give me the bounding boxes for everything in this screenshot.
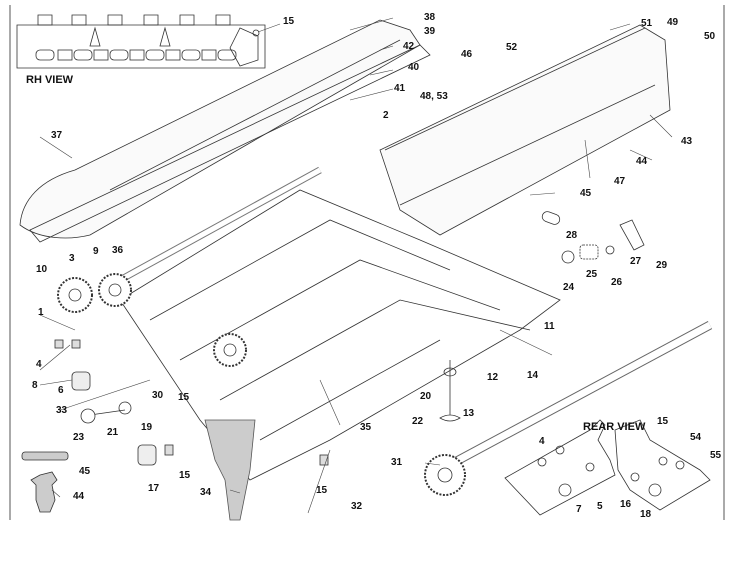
callout-16: 16 xyxy=(620,499,632,510)
callout-8: 8 xyxy=(32,380,38,391)
callout-4: 4 xyxy=(36,359,42,370)
callout-29: 29 xyxy=(656,260,668,271)
callout-5: 5 xyxy=(597,501,603,512)
leader-lines xyxy=(39,17,673,514)
callout-46: 46 xyxy=(461,49,473,60)
callout-15-b: 15 xyxy=(178,392,190,403)
callout-45-b: 45 xyxy=(79,466,91,477)
part-6 xyxy=(71,371,91,391)
gear-9 xyxy=(98,273,132,307)
callout-9: 9 xyxy=(93,246,99,257)
callout-39: 39 xyxy=(424,26,436,37)
callout-22: 22 xyxy=(412,416,424,427)
callout-41: 41 xyxy=(394,83,406,94)
callout-55: 55 xyxy=(710,450,722,461)
part-17 xyxy=(137,444,157,466)
callout-15-e: 15 xyxy=(657,416,669,427)
callout-26: 26 xyxy=(611,277,623,288)
callout-34: 34 xyxy=(200,487,212,498)
callout-51: 51 xyxy=(641,18,653,29)
callout-42: 42 xyxy=(403,41,415,52)
callout-47: 47 xyxy=(614,176,626,187)
callout-13: 13 xyxy=(463,408,475,419)
valve-cover-lh xyxy=(19,19,431,243)
callout-27: 27 xyxy=(630,256,642,267)
callout-48-53: 48, 53 xyxy=(420,91,448,102)
callout-40: 40 xyxy=(408,62,420,73)
callout-54: 54 xyxy=(690,432,702,443)
callout-10: 10 xyxy=(36,264,48,275)
callout-14: 14 xyxy=(527,370,539,381)
valve-23 xyxy=(89,409,126,416)
callout-28: 28 xyxy=(566,230,578,241)
callout-38: 38 xyxy=(424,12,436,23)
callout-1: 1 xyxy=(38,307,44,318)
bracket-34 xyxy=(204,419,256,521)
callout-2: 2 xyxy=(383,110,389,121)
valve-cover-rh xyxy=(379,24,671,236)
gear-31 xyxy=(424,454,466,496)
callout-15-c: 15 xyxy=(179,470,191,481)
rh-view-cylinder-head xyxy=(16,14,266,69)
callout-15: 15 xyxy=(283,16,295,27)
camshaft-upper xyxy=(118,166,322,284)
rh-view-title: RH VIEW xyxy=(26,74,74,86)
callout-30: 30 xyxy=(152,390,164,401)
part-44-seal xyxy=(30,471,58,513)
callout-32: 32 xyxy=(351,501,363,512)
callout-50: 50 xyxy=(704,31,716,42)
callout-25: 25 xyxy=(586,269,598,280)
callout-36: 36 xyxy=(112,245,124,256)
rear-view-plates xyxy=(504,419,711,516)
gear-center xyxy=(213,333,247,367)
rear-view-title: REAR VIEW xyxy=(583,421,646,433)
camshaft-loose xyxy=(437,321,713,474)
gear-10 xyxy=(57,277,93,313)
callout-49: 49 xyxy=(667,17,679,28)
callout-15-d: 15 xyxy=(316,485,328,496)
callout-24: 24 xyxy=(563,282,575,293)
seal-20 xyxy=(443,367,457,377)
callout-11: 11 xyxy=(544,321,555,332)
callout-31: 31 xyxy=(391,457,403,468)
part-45-seal xyxy=(21,451,69,461)
callout-33: 33 xyxy=(56,405,68,416)
callout-18: 18 xyxy=(640,509,652,520)
callout-4-b: 4 xyxy=(539,436,545,447)
callout-37: 37 xyxy=(51,130,63,141)
callout-12: 12 xyxy=(487,372,499,383)
callout-44: 44 xyxy=(636,156,648,167)
callout-52: 52 xyxy=(506,42,518,53)
callout-43: 43 xyxy=(681,136,693,147)
callout-23: 23 xyxy=(73,432,85,443)
seal-21 xyxy=(118,401,132,415)
callout-44-b: 44 xyxy=(73,491,85,502)
callout-7: 7 xyxy=(576,504,582,515)
callout-17: 17 xyxy=(148,483,160,494)
spring-group xyxy=(541,211,645,264)
valve-22 xyxy=(439,360,461,422)
callout-35: 35 xyxy=(360,422,372,433)
callout-21: 21 xyxy=(107,427,119,438)
callout-45: 45 xyxy=(580,188,592,199)
callout-6: 6 xyxy=(58,385,64,396)
callout-3: 3 xyxy=(69,253,75,264)
callout-19: 19 xyxy=(141,422,153,433)
callout-20: 20 xyxy=(420,391,432,402)
